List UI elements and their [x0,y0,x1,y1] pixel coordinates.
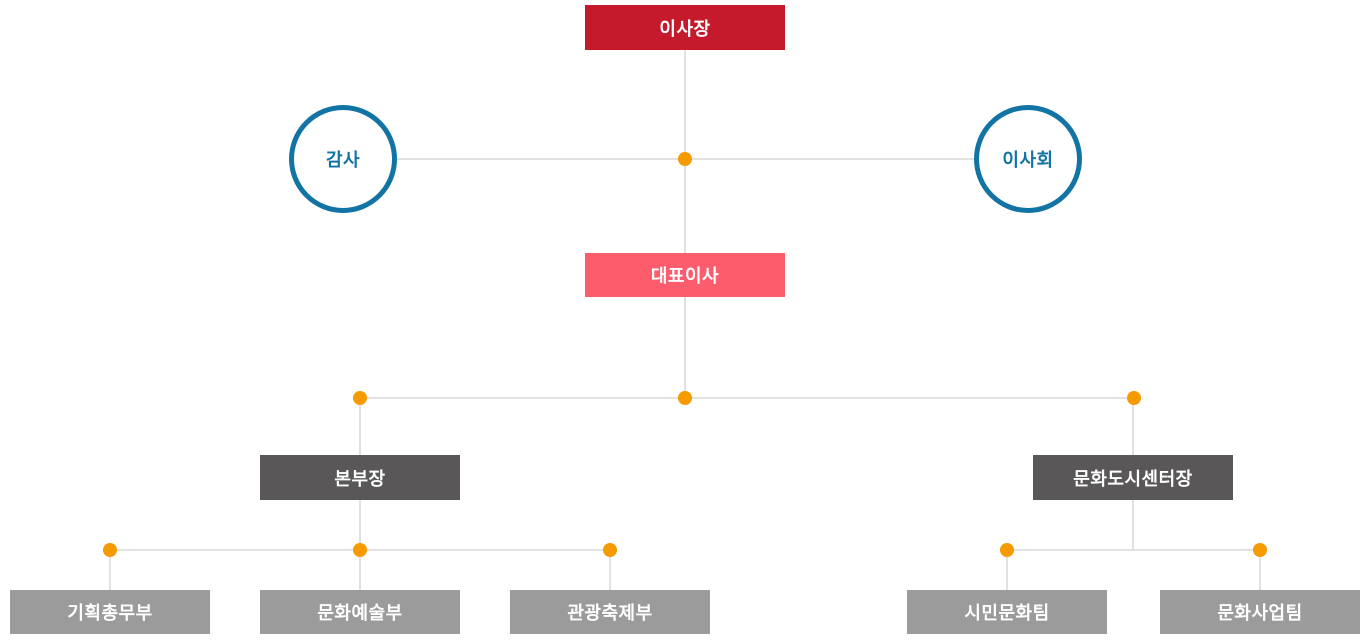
node-planning-general-affairs-dept: 기획총무부 [10,590,210,634]
node-ceo-label: 대표이사 [650,266,720,286]
node-auditor-label: 감사 [325,150,361,170]
connector-to-citizen-team [1006,550,1008,590]
node-citizen-culture-team-label: 시민문화팀 [964,603,1050,623]
junction-dot [603,543,617,557]
connector-hq-head-down [359,500,361,550]
junction-dot [678,391,692,405]
node-ceo: 대표이사 [585,253,785,297]
node-culture-city-center-head: 문화도시센터장 [1033,455,1233,500]
node-board: 이사회 [974,105,1082,213]
node-citizen-culture-team: 시민문화팀 [907,590,1107,634]
junction-dot [1253,543,1267,557]
junction-dot [353,391,367,405]
connector-center-teams-horizontal [1006,549,1261,551]
connector-ceo-to-row2 [684,297,686,398]
connector-row2-to-hq-head [359,397,361,455]
node-tourism-festival-dept-label: 관광축제부 [567,603,653,623]
node-board-label: 이사회 [1002,150,1054,170]
junction-dot [1127,391,1141,405]
junction-dot [103,543,117,557]
junction-dot [353,543,367,557]
connector-row2-horizontal [359,397,1135,399]
node-culture-business-team-label: 문화사업팀 [1217,603,1303,623]
node-tourism-festival-dept: 관광축제부 [510,590,710,634]
node-hq-head-label: 본부장 [334,468,386,489]
junction-dot [1000,543,1014,557]
connector-row2-to-center-head [1132,397,1134,455]
node-planning-general-affairs-dept-label: 기획총무부 [67,603,153,623]
connector-to-tourism-dept [609,550,611,590]
node-culture-arts-dept-label: 문화예술부 [317,603,403,623]
node-auditor: 감사 [289,105,397,213]
node-chairman-label: 이사장 [659,18,711,39]
connector-center-head-down [1132,500,1134,550]
node-culture-business-team: 문화사업팀 [1160,590,1360,634]
connector-to-planning-dept [109,550,111,590]
node-culture-arts-dept: 문화예술부 [260,590,460,634]
node-hq-head: 본부장 [260,455,460,500]
node-culture-city-center-head-label: 문화도시센터장 [1073,468,1193,489]
node-chairman: 이사장 [585,5,785,50]
connector-chairman-to-ceo [684,50,686,253]
connector-to-business-team [1259,550,1261,590]
connector-to-culture-arts-dept [359,550,361,590]
junction-dot [678,152,692,166]
